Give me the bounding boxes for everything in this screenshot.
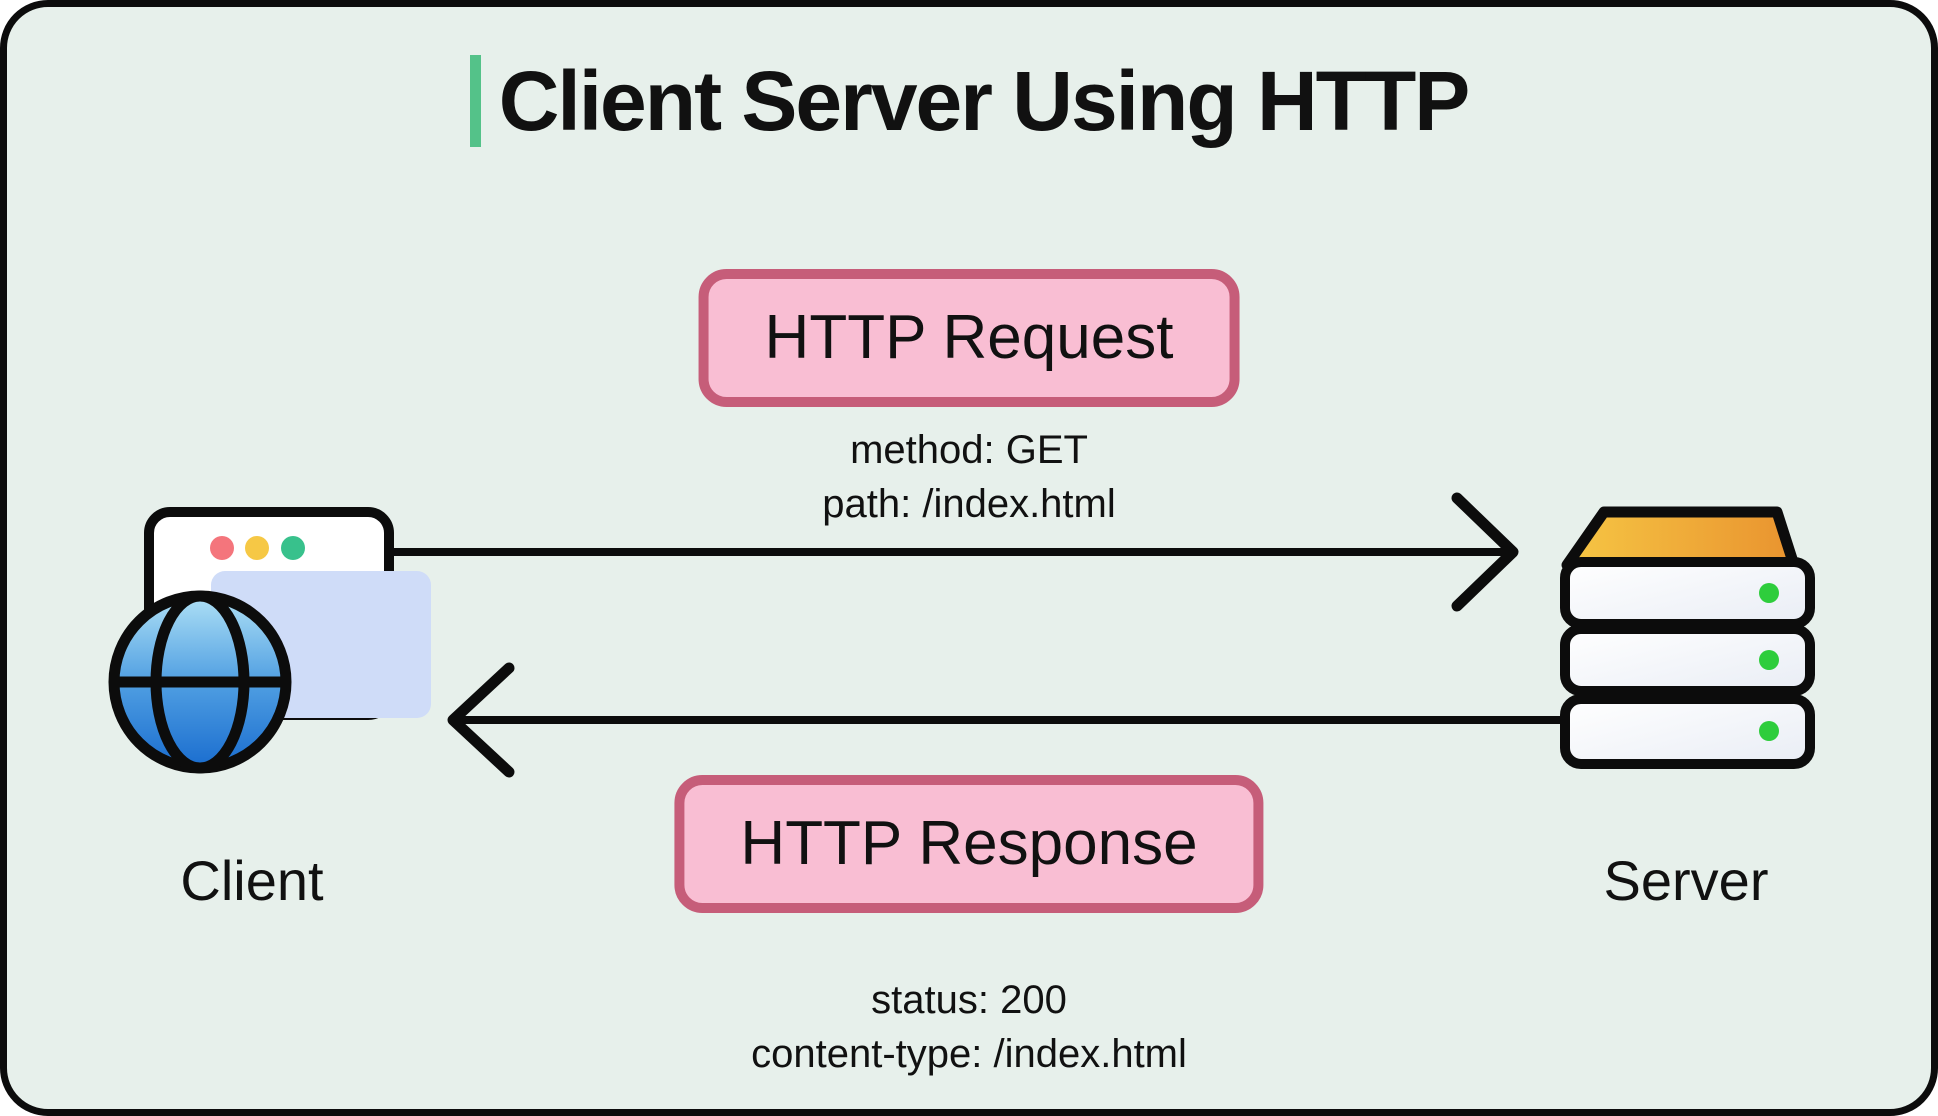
request-path: path: /index.html: [822, 482, 1116, 526]
response-details: status: 200 content-type: /index.html: [751, 973, 1187, 1081]
window-dot-red-icon: [210, 536, 234, 560]
server-label: Server: [1603, 849, 1769, 912]
page-title-row: Client Server Using HTTP: [7, 55, 1931, 147]
server-unit: [1560, 694, 1815, 769]
arrow-left-icon: [447, 662, 1569, 778]
http-request-box: HTTP Request: [698, 269, 1240, 407]
response-content-type: content-type: /index.html: [751, 1032, 1187, 1076]
http-response-box: HTTP Response: [674, 775, 1264, 913]
page-title: Client Server Using HTTP: [498, 54, 1471, 148]
client-label: Client: [180, 849, 324, 912]
server-unit: [1560, 624, 1815, 696]
window-dot-yellow-icon: [245, 536, 269, 560]
globe-icon: [108, 590, 292, 774]
response-status: status: 200: [871, 978, 1067, 1022]
request-method: method: GET: [850, 428, 1088, 472]
server-stack-icon: [1560, 506, 1815, 769]
window-dot-green-icon: [281, 536, 305, 560]
vertical-bar-accent: [469, 55, 481, 147]
server-led-icon: [1759, 583, 1779, 741]
browser-window-globe-icon: [102, 503, 431, 793]
request-details: method: GET path: /index.html: [822, 423, 1116, 531]
